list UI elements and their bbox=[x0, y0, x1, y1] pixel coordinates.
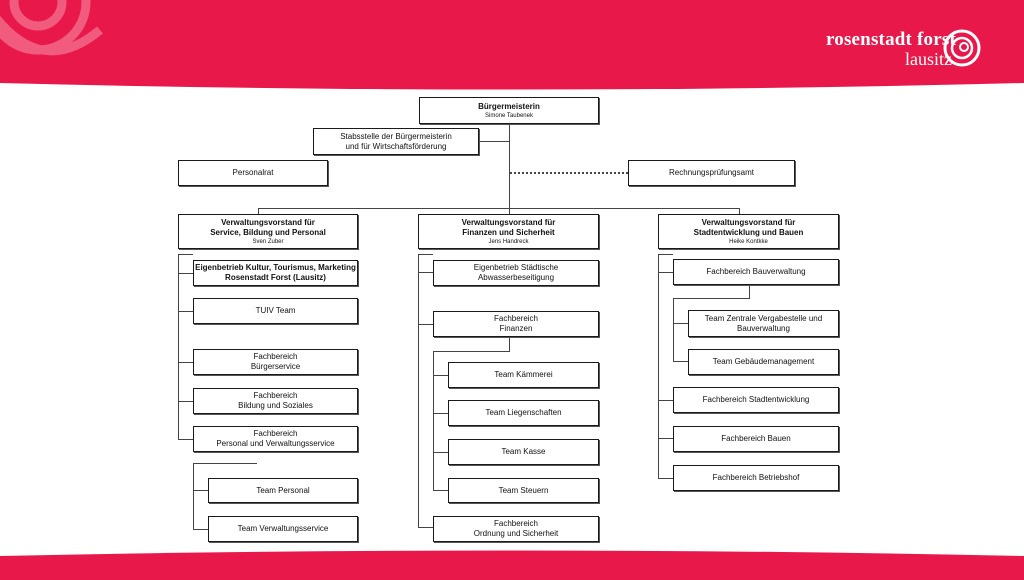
education-social-box: Fachbereich Bildung und Soziales bbox=[193, 388, 358, 414]
mayor-title: Bürgermeisterin bbox=[478, 101, 540, 111]
team-personnel-box: Team Personal bbox=[208, 478, 358, 503]
building-department-box: Fachbereich Bauen bbox=[673, 426, 839, 452]
team-admin-service-box: Team Verwaltungsservice bbox=[208, 516, 358, 542]
board-service-head2: Service, Bildung und Personal bbox=[210, 227, 326, 237]
team-building-mgmt-box: Team Gebäudemanagement bbox=[688, 349, 839, 375]
wastewater-enterprise-line2: Abwasserbeseitigung bbox=[477, 273, 555, 282]
citizen-service-line1: Fachbereich bbox=[253, 352, 298, 361]
team-treasury-box: Team Kämmerei bbox=[448, 362, 599, 388]
top-red-band bbox=[0, 0, 1024, 90]
board-service-name: Sven Zuber bbox=[252, 238, 284, 245]
personnel-admin-line1: Fachbereich bbox=[253, 429, 298, 438]
bottom-red-band bbox=[0, 550, 1024, 580]
staff-unit-line1: Stabsstelle der Bürgermeisterin bbox=[340, 131, 452, 141]
board-finance-box: Verwaltungsvorstand für Finanzen und Sic… bbox=[418, 214, 599, 249]
board-service-box: Verwaltungsvorstand für Service, Bildung… bbox=[178, 214, 358, 249]
staff-council-label: Personalrat bbox=[232, 168, 274, 177]
finance-department-line2: Finanzen bbox=[499, 324, 533, 333]
order-security-line2: Ordnung und Sicherheit bbox=[473, 529, 559, 538]
education-social-line2: Bildung und Soziales bbox=[238, 401, 313, 410]
culture-enterprise-line2: Rosenstadt Forst (Lausitz) bbox=[225, 273, 326, 282]
team-properties-box: Team Liegenschaften bbox=[448, 400, 599, 426]
team-procurement-line1: Team Zentrale Vergabestelle und bbox=[704, 313, 823, 323]
board-service-head1: Verwaltungsvorstand für bbox=[221, 217, 315, 227]
finance-department-line1: Fachbereich bbox=[493, 314, 539, 323]
wastewater-enterprise-line1: Eigenbetrieb Städtische bbox=[473, 263, 559, 272]
works-yard-label: Fachbereich Betriebshof bbox=[712, 473, 800, 482]
mayor-name: Simone Taubenek bbox=[485, 112, 533, 119]
team-building-mgmt-label: Team Gebäudemanagement bbox=[712, 357, 815, 366]
urban-development-label: Fachbereich Stadtentwicklung bbox=[702, 395, 810, 404]
team-personnel-label: Team Personal bbox=[256, 485, 310, 495]
rose-decor-icon bbox=[0, 0, 103, 56]
staff-unit-line2: und für Wirtschaftsförderung bbox=[345, 141, 447, 151]
urban-development-box: Fachbereich Stadtentwicklung bbox=[673, 387, 839, 413]
audit-office-label: Rechnungsprüfungsamt bbox=[669, 168, 754, 177]
works-yard-box: Fachbereich Betriebshof bbox=[673, 465, 839, 491]
board-finance-head1: Verwaltungsvorstand für bbox=[461, 217, 556, 227]
building-department-label: Fachbereich Bauen bbox=[721, 434, 791, 443]
board-urban-name: Heike Kontkke bbox=[729, 238, 768, 245]
tuiv-team-box: TUIV Team bbox=[193, 298, 358, 324]
citizen-service-line2: Bürgerservice bbox=[250, 362, 301, 371]
logo-line1: rosenstadt forst bbox=[825, 29, 956, 50]
team-procurement-box: Team Zentrale Vergabestelle und Bauverwa… bbox=[688, 310, 839, 337]
brand-logo: rosenstadt forst lausitz bbox=[825, 29, 956, 69]
education-social-line1: Fachbereich bbox=[253, 391, 298, 400]
team-properties-label: Team Liegenschaften bbox=[485, 408, 562, 417]
order-security-box: Fachbereich Ordnung und Sicherheit bbox=[433, 516, 599, 542]
team-cash-label: Team Kasse bbox=[501, 447, 546, 456]
team-procurement-line2: Bauverwaltung bbox=[737, 323, 790, 333]
team-cash-box: Team Kasse bbox=[448, 439, 599, 465]
team-admin-service-label: Team Verwaltungsservice bbox=[237, 524, 329, 533]
finance-department-box: Fachbereich Finanzen bbox=[433, 311, 599, 337]
board-urban-head1: Verwaltungsvorstand für bbox=[701, 217, 796, 227]
board-urban-box: Verwaltungsvorstand für Stadtentwicklung… bbox=[658, 214, 839, 249]
rose-logo-icon bbox=[943, 29, 981, 67]
culture-enterprise-line1: Eigenbetrieb Kultur, Tourismus, Marketin… bbox=[195, 263, 356, 272]
mayor-box: Bürgermeisterin Simone Taubenek bbox=[419, 97, 599, 124]
team-treasury-label: Team Kämmerei bbox=[494, 370, 553, 379]
team-taxes-box: Team Steuern bbox=[448, 478, 599, 503]
citizen-service-box: Fachbereich Bürgerservice bbox=[193, 349, 358, 375]
logo-line2: lausitz bbox=[905, 49, 952, 69]
personnel-admin-box: Fachbereich Personal und Verwaltungsserv… bbox=[193, 426, 358, 452]
staff-unit-box: Stabsstelle der Bürgermeisterin und für … bbox=[313, 128, 479, 155]
staff-council-box: Personalrat bbox=[178, 160, 328, 186]
team-taxes-label: Team Steuern bbox=[498, 485, 549, 495]
construction-admin-label: Fachbereich Bauverwaltung bbox=[706, 267, 806, 276]
tuiv-team-label: TUIV Team bbox=[255, 306, 296, 315]
board-finance-name: Jens Handreck bbox=[488, 238, 529, 245]
personnel-admin-line2: Personal und Verwaltungsservice bbox=[216, 439, 335, 448]
audit-office-box: Rechnungsprüfungsamt bbox=[628, 160, 795, 186]
board-finance-head2: Finanzen und Sicherheit bbox=[462, 227, 555, 237]
board-urban-head2: Stadtentwicklung und Bauen bbox=[693, 227, 804, 237]
construction-admin-box: Fachbereich Bauverwaltung bbox=[673, 259, 839, 285]
culture-enterprise-box: Eigenbetrieb Kultur, Tourismus, Marketin… bbox=[193, 260, 358, 286]
wastewater-enterprise-box: Eigenbetrieb Städtische Abwasserbeseitig… bbox=[433, 260, 599, 286]
order-security-line1: Fachbereich bbox=[493, 519, 539, 528]
